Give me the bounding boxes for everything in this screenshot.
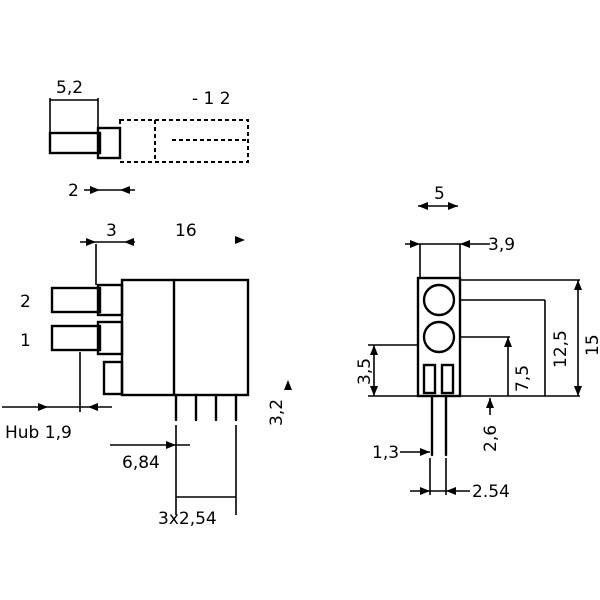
dim-arrow	[418, 202, 428, 210]
top-pin-outline	[48, 131, 102, 155]
dim-arrow	[166, 441, 176, 449]
dim-5-label: 5	[434, 184, 445, 204]
dim-arrow	[284, 380, 292, 390]
dim-5-2-label: 5,2	[56, 78, 83, 98]
dim-3-5-label: 3,5	[355, 358, 375, 385]
dim-3x2-54-label: 3x2,54	[158, 509, 217, 529]
dim-arrow	[410, 240, 420, 248]
dim-arrow	[38, 403, 48, 411]
side-collar-1	[96, 320, 124, 356]
dim-arrow	[574, 280, 582, 290]
dim-arrow	[460, 240, 470, 248]
dim-arrow	[504, 337, 512, 347]
dim-15-label: 15	[583, 334, 600, 356]
led-lower	[422, 320, 456, 354]
dim-arrow	[446, 487, 456, 495]
dim-arrow	[86, 238, 96, 246]
dim-3-2-label: 3,2	[267, 399, 287, 426]
dim-arrow	[370, 345, 378, 355]
pin-1-label: 1	[20, 331, 31, 351]
dim-arrow	[120, 186, 130, 194]
dim-16-label: 16	[175, 221, 197, 241]
top-view: 5,2 - 1 2 2	[48, 78, 249, 201]
front-foot-right	[440, 363, 455, 395]
side-body	[120, 278, 250, 397]
dim-arrow	[124, 238, 134, 246]
side-collar-2	[96, 283, 124, 317]
dim-7-5-label: 7,5	[513, 365, 533, 392]
dim-3-9-label: 3,9	[488, 235, 515, 255]
dim-2-label: 2	[68, 181, 79, 201]
side-view: 3 16 2 1 Hub 1,9 3,2 6,84 3x2,54	[2, 221, 292, 529]
dim-arrow	[88, 403, 98, 411]
dim-arrow	[235, 236, 245, 244]
hub-label: Hub 1,9	[5, 423, 72, 443]
side-pin-1	[50, 324, 102, 352]
pin-2-label: 2	[20, 292, 31, 312]
dim-12-5-label: 12,5	[551, 330, 571, 368]
dim-2-54-label: 2.54	[472, 482, 510, 502]
top-legend-label: - 1 2	[192, 89, 231, 109]
led-upper	[422, 283, 456, 317]
dim-arrow	[420, 448, 430, 456]
dim-6-84-label: 6,84	[122, 453, 160, 473]
front-foot-left	[422, 363, 437, 395]
dim-2-6-label: 2,6	[481, 425, 501, 452]
dim-arrow	[448, 202, 458, 210]
side-foot	[102, 360, 124, 396]
side-pin-2	[50, 286, 102, 314]
top-collar-outline	[96, 126, 122, 160]
dim-arrow	[420, 487, 430, 495]
front-view: 5 3,9 15 12,5 7,5 3,5 2,	[355, 184, 600, 502]
dim-arrow	[574, 386, 582, 396]
dim-1-3-label: 1,3	[372, 443, 399, 463]
top-body-outline	[119, 119, 249, 163]
dim-arrow	[370, 386, 378, 396]
dim-arrow	[90, 186, 100, 194]
dim-3-label: 3	[106, 221, 117, 241]
